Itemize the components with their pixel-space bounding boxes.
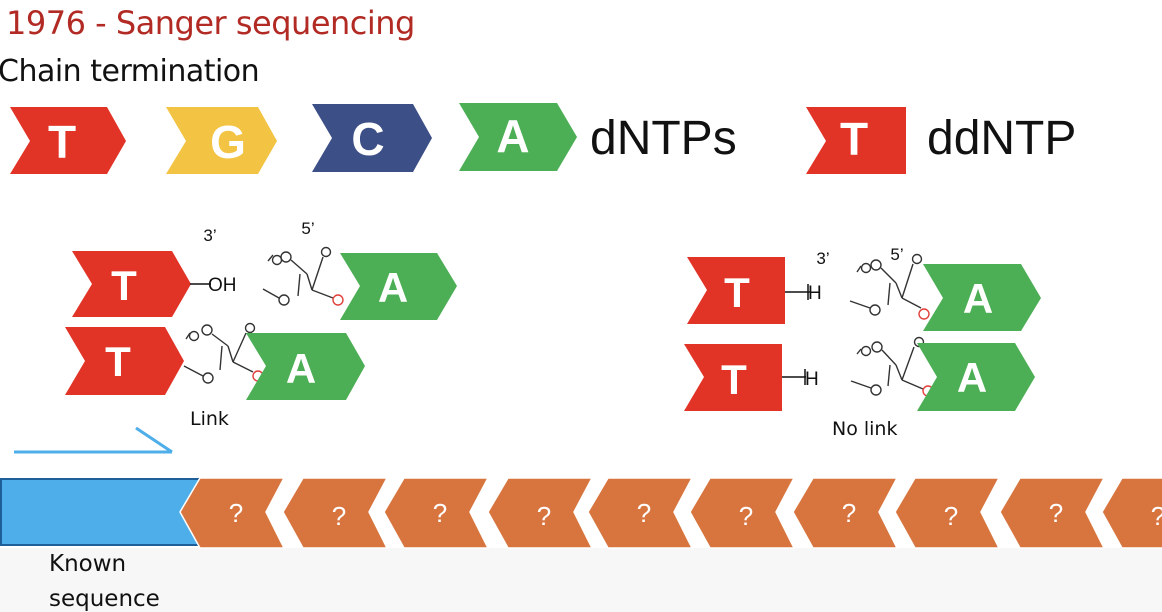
svg-text:T: T: [48, 116, 76, 168]
link-incoming-a-bottom: A: [246, 333, 365, 400]
nolink-bottom-phosphate: [850, 336, 934, 397]
legend-base-t: T: [10, 107, 126, 174]
svg-text:T: T: [105, 338, 131, 385]
nolink-panel: 3’ 5’ T H A T: [684, 245, 1041, 440]
unknown-base-label: ?: [229, 498, 243, 528]
unknown-base-label: ?: [537, 501, 551, 531]
svg-text:A: A: [496, 110, 529, 162]
nolink-5-prime: 5’: [890, 245, 903, 264]
unknown-sequence: ??????????: [179, 477, 1162, 549]
link-bottom-t: T: [65, 327, 184, 395]
nolink-incoming-a-bottom: A: [917, 343, 1035, 411]
hydrogen-top-label: H: [808, 283, 822, 304]
svg-text:T: T: [840, 113, 868, 165]
unknown-base-label: ?: [1049, 498, 1063, 528]
bottom-band: [0, 548, 1162, 612]
unknown-base-label: ?: [944, 501, 958, 531]
svg-text:C: C: [351, 113, 384, 165]
unknown-base-label: ?: [842, 498, 856, 528]
slide-title: 1976 - Sanger sequencing: [6, 4, 415, 42]
nolink-top-t: T: [687, 257, 785, 324]
unknown-base: ?: [487, 477, 594, 549]
known-sequence-block: [0, 478, 201, 546]
unknown-base-label: ?: [739, 501, 753, 531]
link-3-prime: 3’: [203, 226, 216, 245]
slide-subtitle: Chain termination: [0, 54, 260, 89]
svg-text:T: T: [721, 356, 747, 403]
hydrogen-bottom-label: H: [805, 369, 819, 390]
svg-text:A: A: [957, 354, 987, 401]
svg-text:T: T: [724, 269, 750, 316]
nolink-caption: No link: [832, 418, 897, 440]
nolink-3-prime: 3’: [816, 249, 829, 268]
nolink-bottom-t: T: [684, 344, 782, 411]
unknown-base: ?: [792, 477, 899, 549]
unknown-base: ?: [689, 477, 796, 549]
svg-text:A: A: [963, 275, 993, 322]
nolink-top-phosphate: [849, 253, 930, 320]
ddntp-label: ddNTP: [927, 112, 1076, 165]
unknown-base-label: ?: [637, 498, 651, 528]
legend-base-c: C: [312, 104, 432, 172]
legend-base-g: G: [166, 107, 277, 174]
link-top-phosphate: [262, 246, 344, 306]
unknown-base: ?: [1101, 477, 1162, 549]
hydroxyl-label: OH: [208, 275, 237, 296]
link-panel: 3’ 5’ T OH A: [65, 219, 457, 430]
unknown-base-label: ?: [1151, 501, 1162, 531]
link-bottom-phosphate: [183, 322, 264, 384]
unknown-base: ?: [999, 477, 1106, 549]
link-caption: Link: [190, 408, 229, 430]
svg-text:A: A: [378, 264, 408, 311]
dntps-label: dNTPs: [590, 112, 737, 165]
unknown-base-label: ?: [332, 501, 346, 531]
unknown-base: ?: [383, 477, 490, 549]
unknown-base-label: ?: [433, 498, 447, 528]
legend-ddntp-t: T: [806, 107, 906, 174]
svg-text:T: T: [111, 262, 137, 309]
unknown-base: ?: [179, 477, 286, 549]
legend: T G C A dNTPs T ddNTP: [10, 103, 1076, 174]
legend-base-a: A: [459, 103, 577, 171]
svg-text:G: G: [210, 116, 246, 168]
unknown-base: ?: [587, 477, 694, 549]
known-label-line2: sequence: [49, 586, 160, 612]
primer-arrow: [14, 426, 173, 454]
nolink-incoming-a-top: A: [923, 264, 1041, 331]
link-incoming-a-top: A: [340, 253, 457, 320]
link-5-prime: 5’: [301, 219, 314, 238]
unknown-base: ?: [894, 477, 1001, 549]
svg-text:A: A: [286, 345, 316, 392]
unknown-base: ?: [282, 477, 389, 549]
link-top-t: T: [72, 251, 191, 317]
known-label-line1: Known: [49, 551, 126, 577]
